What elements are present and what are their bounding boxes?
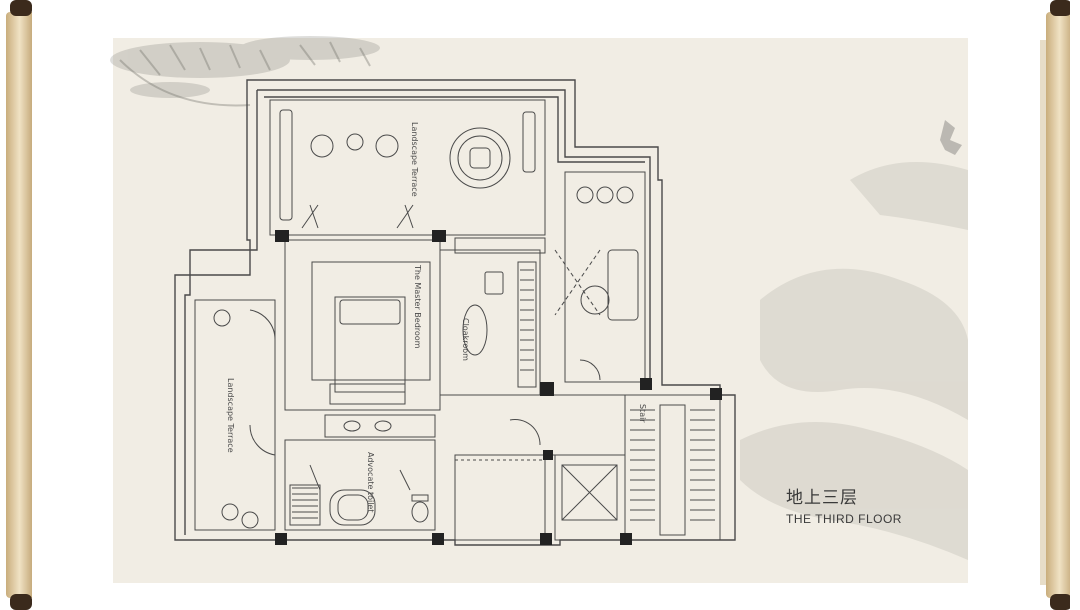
right-lounge — [554, 171, 646, 383]
label-cloakroom: Cloakroom — [461, 318, 470, 361]
label-master-bedroom: The Master Bedroom — [413, 264, 422, 349]
label-landscape-terrace-top: Landscape Terrace — [410, 122, 419, 197]
right-scroll-rod — [1040, 0, 1070, 610]
cloakroom — [439, 237, 546, 396]
exterior-walls — [174, 79, 736, 546]
stair-lift — [454, 394, 721, 541]
top-terrace — [269, 99, 546, 236]
floor-title-chinese: 地上三层 — [786, 488, 858, 508]
advocate-toilet — [284, 439, 436, 531]
label-stair: Stair — [638, 404, 647, 423]
floor-title-english: THE THIRD FLOOR — [786, 512, 902, 526]
left-terrace — [194, 299, 276, 531]
left-scroll-rod — [6, 0, 32, 610]
label-advocate-toilet: Advocate toilet — [366, 452, 375, 512]
structural-columns — [275, 230, 722, 545]
label-landscape-terrace-left: Landscape Terrace — [226, 378, 235, 453]
